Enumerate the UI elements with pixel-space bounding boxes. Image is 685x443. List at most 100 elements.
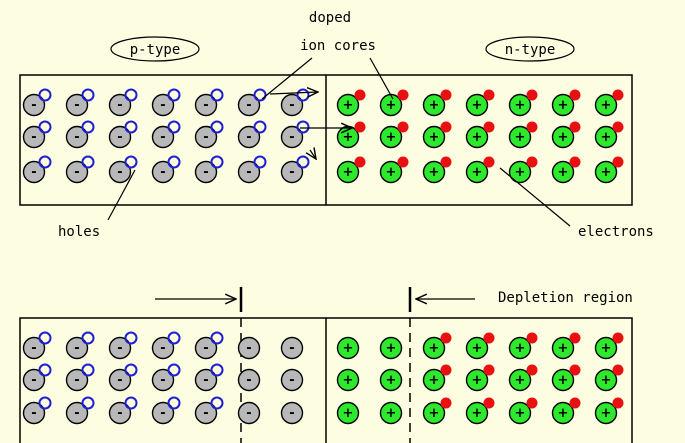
acceptor-ion: - (151, 336, 175, 360)
donor-ion: + (379, 125, 403, 149)
svg-text:-: - (289, 341, 294, 356)
electron (612, 121, 624, 133)
acceptor-ion: - (22, 125, 46, 149)
svg-text:+: + (472, 165, 483, 180)
hole (210, 331, 224, 345)
electron (397, 121, 409, 133)
donor-ion: + (422, 93, 446, 117)
svg-text:-: - (74, 130, 79, 145)
donor-ion: + (422, 401, 446, 425)
donor-ion: + (422, 125, 446, 149)
hole (296, 88, 310, 102)
svg-text:-: - (289, 373, 294, 388)
svg-text:-: - (117, 165, 122, 180)
top-n-side: +++++++++++++++++++++ (336, 89, 624, 184)
svg-text:-: - (203, 130, 208, 145)
svg-text:+: + (386, 98, 397, 113)
electron (483, 156, 495, 168)
svg-text:+: + (558, 373, 569, 388)
svg-text:+: + (343, 98, 354, 113)
svg-text:+: + (343, 373, 354, 388)
svg-text:+: + (429, 341, 440, 356)
donor-ion: + (508, 125, 532, 149)
svg-text:-: - (117, 130, 122, 145)
hole (167, 363, 181, 377)
electron (483, 332, 495, 344)
svg-text:+: + (343, 165, 354, 180)
svg-text:-: - (74, 373, 79, 388)
svg-text:-: - (117, 341, 122, 356)
svg-text:+: + (472, 341, 483, 356)
svg-text:-: - (74, 406, 79, 421)
svg-text:+: + (601, 98, 612, 113)
svg-text:+: + (601, 165, 612, 180)
donor-ion: + (508, 160, 532, 184)
svg-text:+: + (515, 165, 526, 180)
hole (253, 120, 267, 134)
svg-text:+: + (515, 406, 526, 421)
bottom-p-side: --------------------- (22, 331, 304, 425)
electrons-label: electrons (578, 224, 654, 240)
hole (81, 331, 95, 345)
doped-leaders (261, 57, 394, 159)
svg-text:-: - (31, 98, 36, 113)
donor-ion: + (336, 401, 360, 425)
hole (296, 120, 310, 134)
svg-text:-: - (160, 165, 165, 180)
donor-ion: + (551, 93, 575, 117)
donor-ion: + (594, 160, 618, 184)
electron (612, 332, 624, 344)
acceptor-ion: - (280, 368, 304, 392)
svg-text:+: + (386, 341, 397, 356)
donor-ion: + (594, 368, 618, 392)
svg-text:+: + (429, 130, 440, 145)
top-p-side: --------------------- (22, 88, 310, 184)
svg-text:-: - (246, 373, 251, 388)
acceptor-ion: - (194, 93, 218, 117)
hole (167, 331, 181, 345)
svg-text:-: - (246, 165, 251, 180)
donor-ion: + (508, 368, 532, 392)
electron (569, 121, 581, 133)
acceptor-ion: - (65, 125, 89, 149)
svg-text:-: - (289, 406, 294, 421)
svg-text:-: - (31, 130, 36, 145)
donor-ion: + (594, 93, 618, 117)
svg-text:+: + (429, 165, 440, 180)
electron (440, 332, 452, 344)
svg-text:-: - (289, 98, 294, 113)
acceptor-ion: - (108, 93, 132, 117)
donor-ion: + (508, 401, 532, 425)
donor-ion: + (379, 368, 403, 392)
svg-text:-: - (160, 98, 165, 113)
acceptor-ion: - (22, 401, 46, 425)
svg-text:+: + (386, 373, 397, 388)
p-type-label: p-type (130, 42, 181, 58)
hole (210, 88, 224, 102)
svg-text:+: + (558, 130, 569, 145)
electron (612, 89, 624, 101)
donor-ion: + (336, 160, 360, 184)
hole (81, 120, 95, 134)
donor-ion: + (594, 125, 618, 149)
electron (483, 364, 495, 376)
acceptor-ion: - (22, 93, 46, 117)
svg-text:+: + (601, 373, 612, 388)
donor-ion: + (336, 368, 360, 392)
acceptor-ion: - (280, 336, 304, 360)
donor-ion: + (551, 368, 575, 392)
donor-ion: + (336, 93, 360, 117)
hole (167, 396, 181, 410)
hole (81, 396, 95, 410)
holes-leader (107, 169, 136, 221)
electron (526, 156, 538, 168)
electron (483, 397, 495, 409)
hole (210, 155, 224, 169)
acceptor-ion: - (151, 160, 175, 184)
svg-text:-: - (117, 373, 122, 388)
donor-ion: + (465, 125, 489, 149)
svg-text:+: + (601, 406, 612, 421)
donor-ion: + (594, 336, 618, 360)
electron (440, 156, 452, 168)
hole (81, 363, 95, 377)
